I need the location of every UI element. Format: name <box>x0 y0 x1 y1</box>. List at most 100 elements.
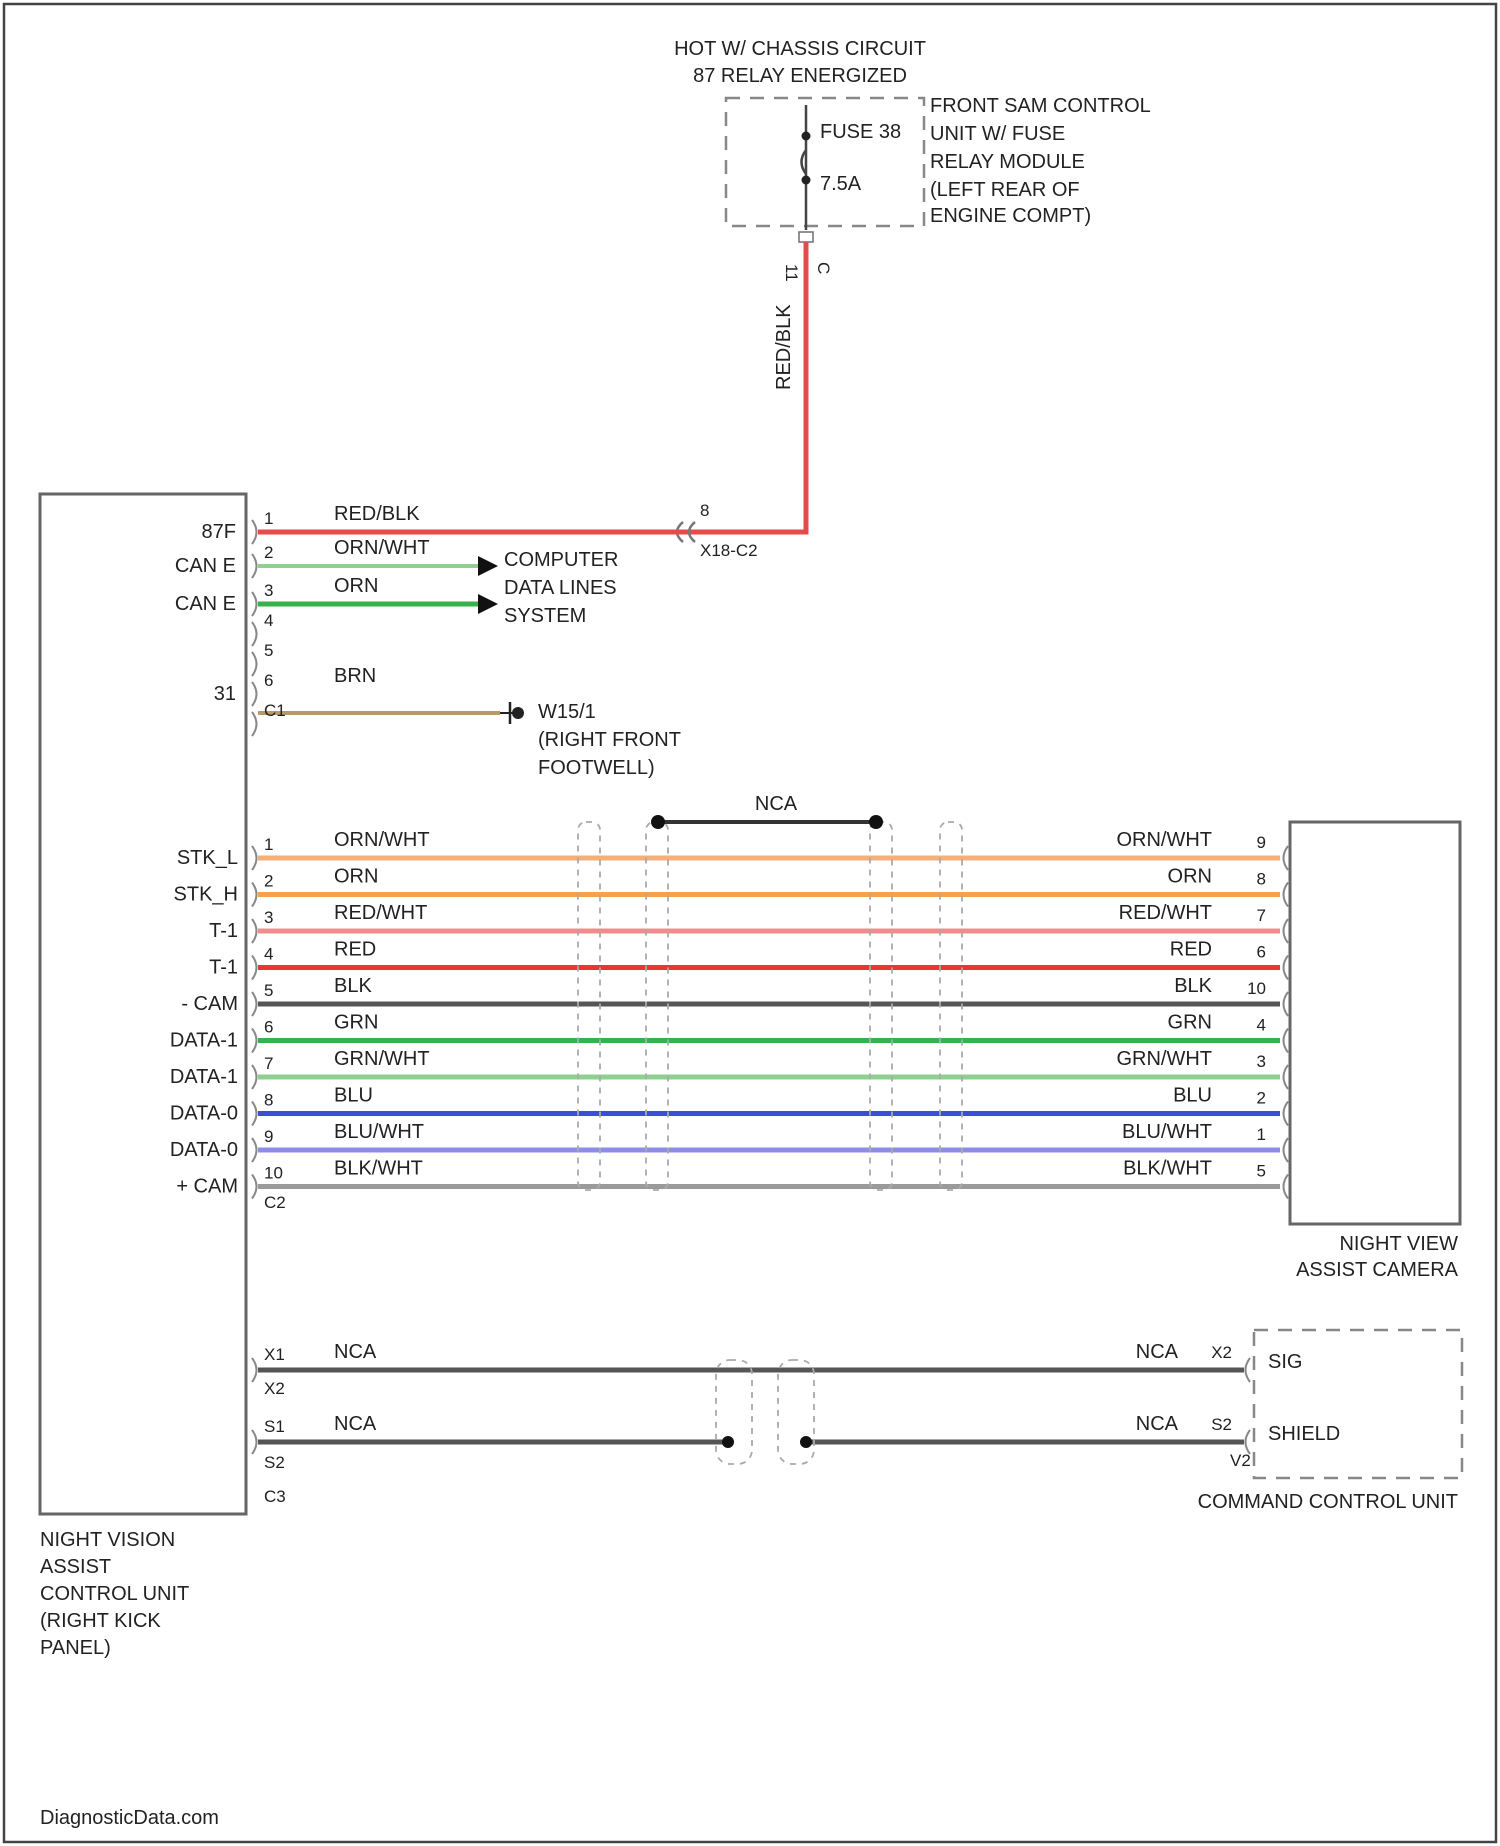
splice-dot <box>800 1436 812 1448</box>
camera-wire-end-symbol <box>1284 992 1289 1016</box>
c1-pin-symbol <box>252 622 257 646</box>
command-signal-label: SIG <box>1268 1351 1302 1373</box>
control-unit-name-2: ASSIST <box>40 1556 111 1578</box>
command-wire-pin: S1 <box>264 1417 285 1436</box>
camera-wire-end-symbol <box>1284 956 1289 980</box>
camera-wire-function: STK_L <box>177 847 238 869</box>
fuse-terminal-top <box>802 132 811 141</box>
command-signal-label: SHIELD <box>1268 1423 1340 1445</box>
camera-wire-pin-symbol <box>252 919 257 943</box>
c1-pin-symbol <box>252 652 257 676</box>
camera-wire-end-symbol <box>1284 846 1289 870</box>
c1-wire-color: ORN <box>334 575 378 597</box>
ground-symbol <box>500 702 524 724</box>
command-wire-color-right: NCA <box>1136 1413 1179 1435</box>
fuse-output-connector <box>799 232 813 242</box>
camera-wire-color-left: RED <box>334 939 376 961</box>
ground-label-1: W15/1 <box>538 701 596 723</box>
power-title-line2: 87 RELAY ENERGIZED <box>693 65 907 87</box>
c1-pin-number: 3 <box>264 581 273 600</box>
camera-pin: 2 <box>1257 1089 1266 1108</box>
camera-wire-pin-symbol <box>252 1065 257 1089</box>
camera-wire-color-right: ORN <box>1168 866 1212 888</box>
fuse-location-1: FRONT SAM CONTROL <box>930 95 1151 117</box>
camera-wire-pin-symbol <box>252 1102 257 1126</box>
camera-wire-pin: 2 <box>264 872 273 891</box>
c1-pin-function: 87F <box>202 521 236 543</box>
splice-dot <box>722 1436 734 1448</box>
camera-pin: 6 <box>1257 943 1266 962</box>
camera-wire-color-left: BLU <box>334 1085 373 1107</box>
camera-wire-function: DATA-0 <box>170 1139 238 1161</box>
watermark: DiagnosticData.com <box>40 1807 219 1829</box>
camera-wire-end-symbol <box>1284 1065 1289 1089</box>
camera-pin: 9 <box>1257 833 1266 852</box>
control-unit-name-4: (RIGHT KICK <box>40 1610 161 1632</box>
c1-wire-color: RED/BLK <box>334 503 420 525</box>
camera-wire-end-symbol <box>1284 883 1289 907</box>
command-wire-color-left: NCA <box>334 1341 377 1363</box>
camera-harness-end-pin: C2 <box>264 1193 286 1212</box>
ground-label-2: (RIGHT FRONT <box>538 729 681 751</box>
fuse-location-3: RELAY MODULE <box>930 151 1085 173</box>
c1-pin-number: 2 <box>264 543 273 562</box>
command-dest-pin: S2 <box>1211 1415 1232 1434</box>
fuse-rating: 7.5A <box>820 173 862 195</box>
c1-pin-symbol <box>252 712 257 736</box>
camera-wire-color-right: RED/WHT <box>1119 902 1212 924</box>
shield-nca-label: NCA <box>755 793 798 815</box>
camera-wire-color-right: RED <box>1170 939 1212 961</box>
camera-wire-color-left: BLU/WHT <box>334 1121 424 1143</box>
camera-wire-color-left: BLK/WHT <box>334 1158 423 1180</box>
camera-wire-pin: 3 <box>264 908 273 927</box>
camera-wire-end-symbol <box>1284 1029 1289 1053</box>
command-wire-color-left: NCA <box>334 1413 377 1435</box>
ground-label-3: FOOTWELL) <box>538 757 655 779</box>
can-dest-1: COMPUTER <box>504 549 618 571</box>
c1-pin-symbol <box>252 592 257 616</box>
camera-wire-color-right: GRN <box>1168 1012 1212 1034</box>
camera-wire-pin-symbol <box>252 1029 257 1053</box>
camera-wire-function: - CAM <box>181 993 238 1015</box>
fuse-output-pin: 11 <box>782 264 801 282</box>
fuse-module-box <box>726 98 924 226</box>
camera-wire-pin: 8 <box>264 1091 273 1110</box>
command-dest-pin: X2 <box>1211 1343 1232 1362</box>
camera-wire-function: DATA-0 <box>170 1103 238 1125</box>
camera-wire-color-right: BLU/WHT <box>1122 1121 1212 1143</box>
camera-wire-function: STK_H <box>174 884 238 906</box>
power-title-line1: HOT W/ CHASSIS CIRCUIT <box>674 38 926 60</box>
camera-wire-end-symbol <box>1284 919 1289 943</box>
camera-wire-color-right: GRN/WHT <box>1116 1048 1212 1070</box>
camera-wire-pin-symbol <box>252 846 257 870</box>
camera-wire-pin-symbol <box>252 956 257 980</box>
camera-wire-color-left: GRN/WHT <box>334 1048 430 1070</box>
shield-nca-dot-right <box>869 815 883 829</box>
camera-wire-pin-symbol <box>252 992 257 1016</box>
control-unit-name-3: CONTROL UNIT <box>40 1583 189 1605</box>
camera-wire-function: DATA-1 <box>170 1030 238 1052</box>
inline-connector-label: X18-C2 <box>700 541 758 560</box>
feed-wire-color-label: RED/BLK <box>773 304 795 390</box>
c1-pin-number: 4 <box>264 611 273 630</box>
c1-pin-number: C1 <box>264 701 286 720</box>
camera-pin: 1 <box>1257 1125 1266 1144</box>
camera-name-1: NIGHT VIEW <box>1339 1233 1458 1255</box>
can-dest-3: SYSTEM <box>504 605 586 627</box>
command-unit-connector: V2 <box>1230 1451 1251 1470</box>
control-unit-name-5: PANEL) <box>40 1637 111 1659</box>
camera-wire-end-symbol <box>1284 1138 1289 1162</box>
fuse-location-4: (LEFT REAR OF <box>930 179 1080 201</box>
c1-wire-color: ORN/WHT <box>334 537 430 559</box>
camera-box <box>1290 822 1460 1224</box>
camera-wire-color-right: ORN/WHT <box>1116 829 1212 851</box>
shield-nca-dot-left <box>651 815 665 829</box>
camera-wire-pin: 1 <box>264 835 273 854</box>
camera-wire-color-left: ORN/WHT <box>334 829 430 851</box>
c1-pin-function: CAN E <box>175 593 236 615</box>
command-extra-pin-2: S2 <box>264 1453 285 1472</box>
camera-wire-pin: 9 <box>264 1127 273 1146</box>
